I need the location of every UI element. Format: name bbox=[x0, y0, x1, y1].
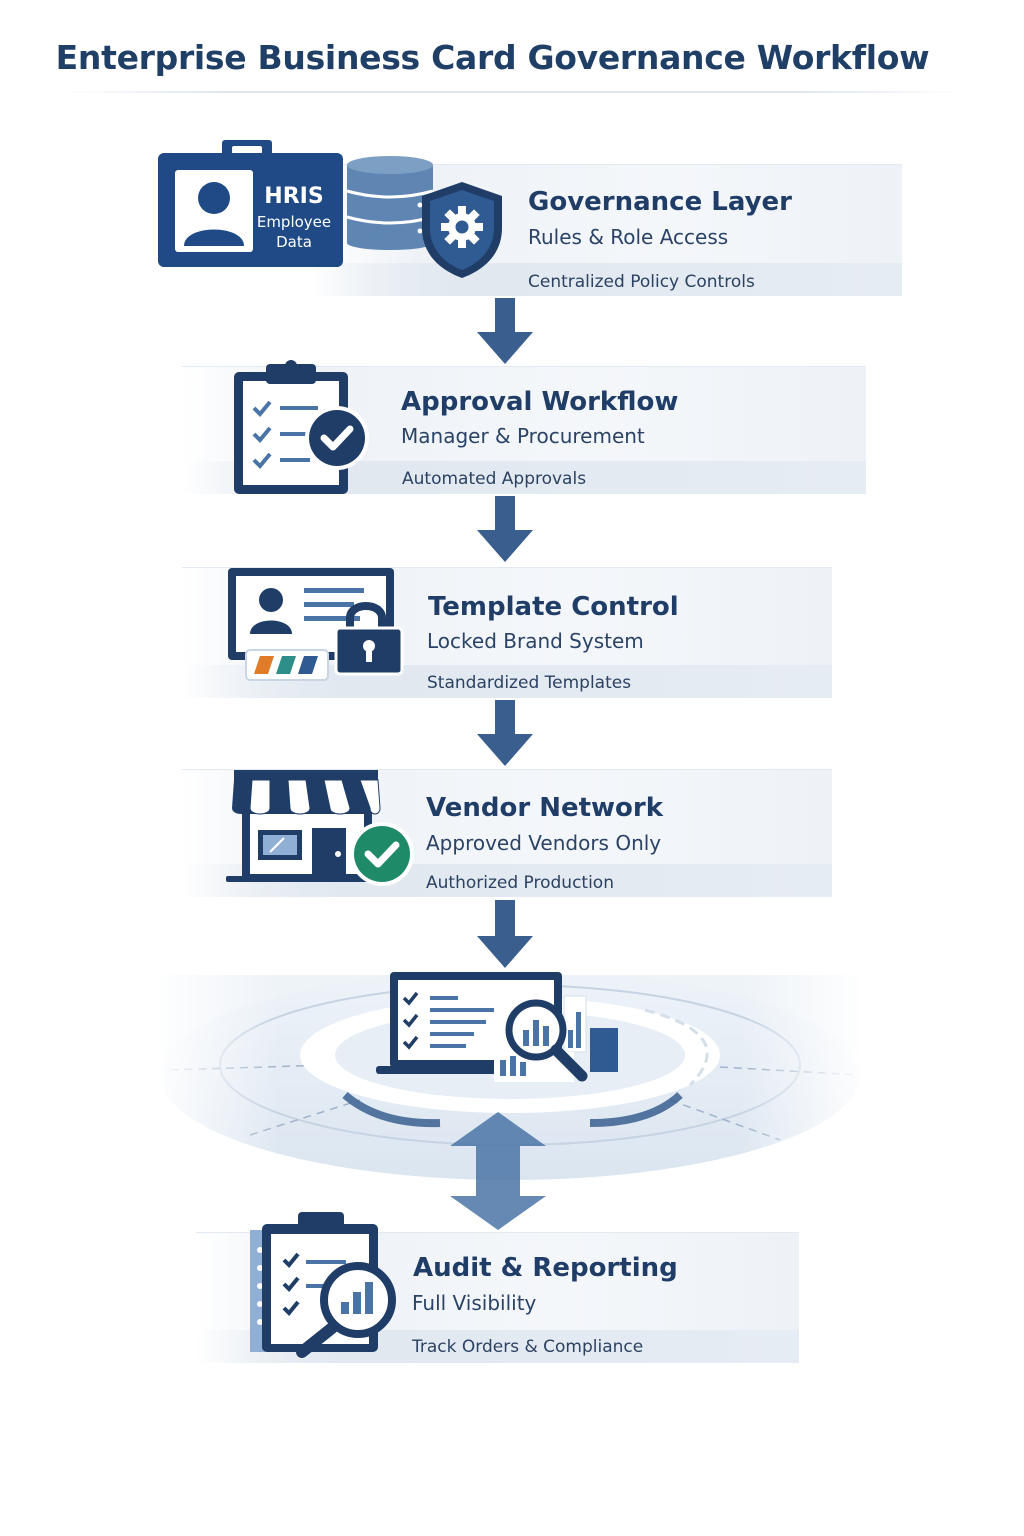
vendor-store-icon bbox=[226, 770, 416, 888]
template-lock-icon bbox=[226, 566, 406, 686]
flow-arrow bbox=[477, 900, 533, 972]
hris-label-line2: Data bbox=[276, 233, 312, 251]
hris-label: HRIS bbox=[264, 184, 324, 209]
step-note: Authorized Production bbox=[426, 873, 614, 893]
step-note: Automated Approvals bbox=[402, 469, 587, 489]
clipboard-check-icon bbox=[232, 358, 372, 496]
step-card-governance: Governance Layer Rules & Role Access Cen… bbox=[312, 164, 902, 296]
audit-clipboard-icon bbox=[246, 1212, 406, 1360]
hris-badge-icon: HRIS Employee Data bbox=[158, 140, 343, 268]
step-subtitle: Manager & Procurement bbox=[401, 424, 645, 448]
title-divider bbox=[60, 91, 965, 93]
flow-arrow bbox=[477, 700, 533, 770]
step-title: Audit & Reporting bbox=[413, 1253, 678, 1283]
shield-gear-icon bbox=[420, 180, 505, 280]
step-note: Track Orders & Compliance bbox=[412, 1337, 644, 1357]
flow-arrow bbox=[477, 298, 533, 368]
step-title: Template Control bbox=[428, 592, 679, 622]
step-title: Approval Workflow bbox=[401, 387, 679, 417]
step-title: Governance Layer bbox=[528, 187, 792, 217]
step-subtitle: Rules & Role Access bbox=[528, 225, 729, 249]
step-subtitle: Full Visibility bbox=[412, 1291, 537, 1315]
flow-arrow bbox=[477, 496, 533, 566]
hris-label-line1: Employee bbox=[256, 213, 332, 231]
analytics-monitor-icon bbox=[376, 972, 621, 1087]
step-subtitle: Locked Brand System bbox=[427, 629, 644, 653]
database-icon bbox=[345, 155, 435, 250]
step-note: Standardized Templates bbox=[427, 673, 632, 693]
page-title: Enterprise Business Card Governance Work… bbox=[55, 38, 930, 77]
step-subtitle: Approved Vendors Only bbox=[426, 831, 662, 855]
step-title: Vendor Network bbox=[426, 793, 664, 823]
bidirectional-arrow bbox=[450, 1112, 546, 1234]
step-note: Centralized Policy Controls bbox=[528, 272, 755, 292]
